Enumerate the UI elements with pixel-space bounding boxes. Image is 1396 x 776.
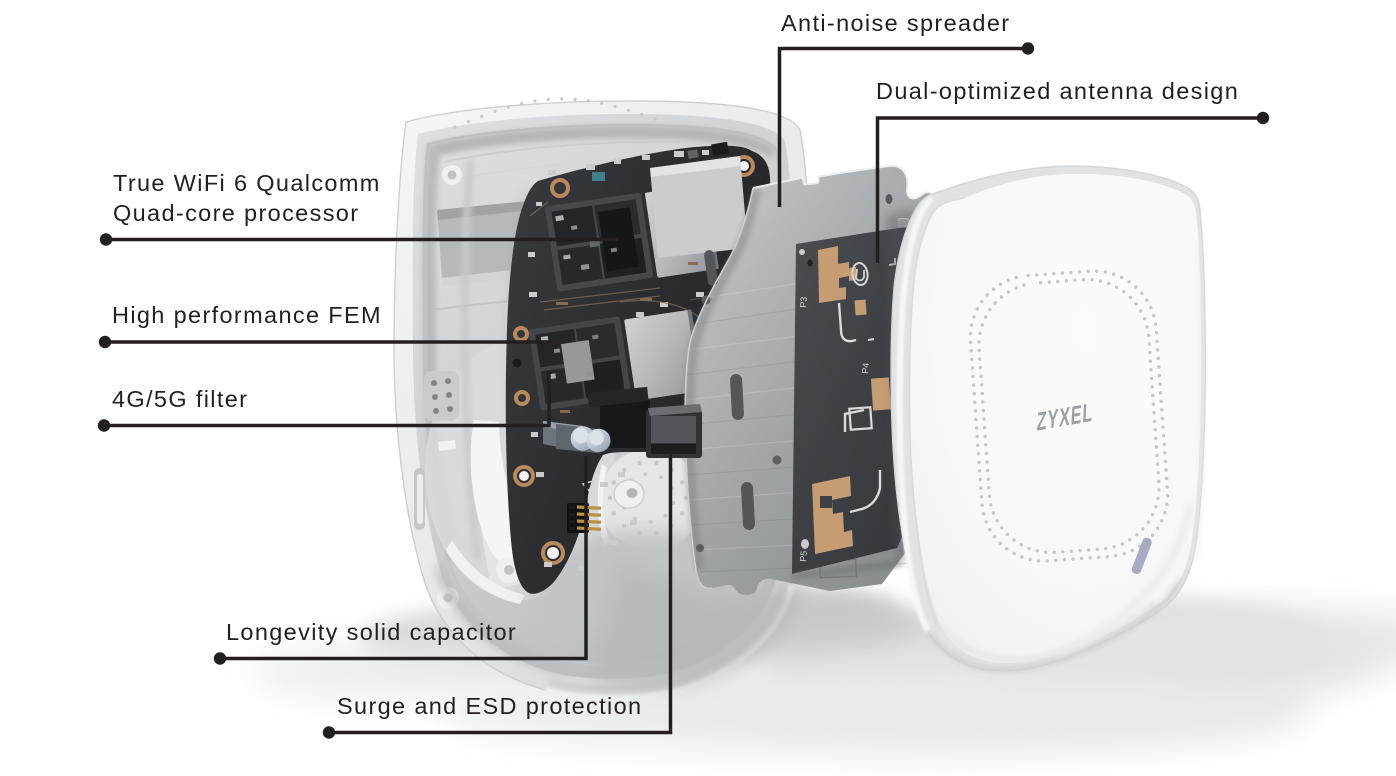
svg-text:P5: P5 (798, 550, 809, 562)
svg-text:Longevity solid capacitor: Longevity solid capacitor (226, 619, 517, 645)
svg-text:Quad-core processor: Quad-core processor (113, 200, 359, 226)
svg-text:True WiFi 6 Qualcomm: True WiFi 6 Qualcomm (113, 170, 381, 196)
svg-text:P3: P3 (798, 296, 809, 308)
svg-text:Dual-optimized antenna design: Dual-optimized antenna design (876, 78, 1239, 104)
svg-text:High performance FEM: High performance FEM (112, 302, 382, 328)
svg-text:Anti-noise spreader: Anti-noise spreader (781, 10, 1010, 36)
svg-text:P4: P4 (860, 362, 871, 374)
svg-text:Surge and ESD protection: Surge and ESD protection (337, 693, 642, 719)
svg-text:4G/5G filter: 4G/5G filter (112, 386, 248, 412)
